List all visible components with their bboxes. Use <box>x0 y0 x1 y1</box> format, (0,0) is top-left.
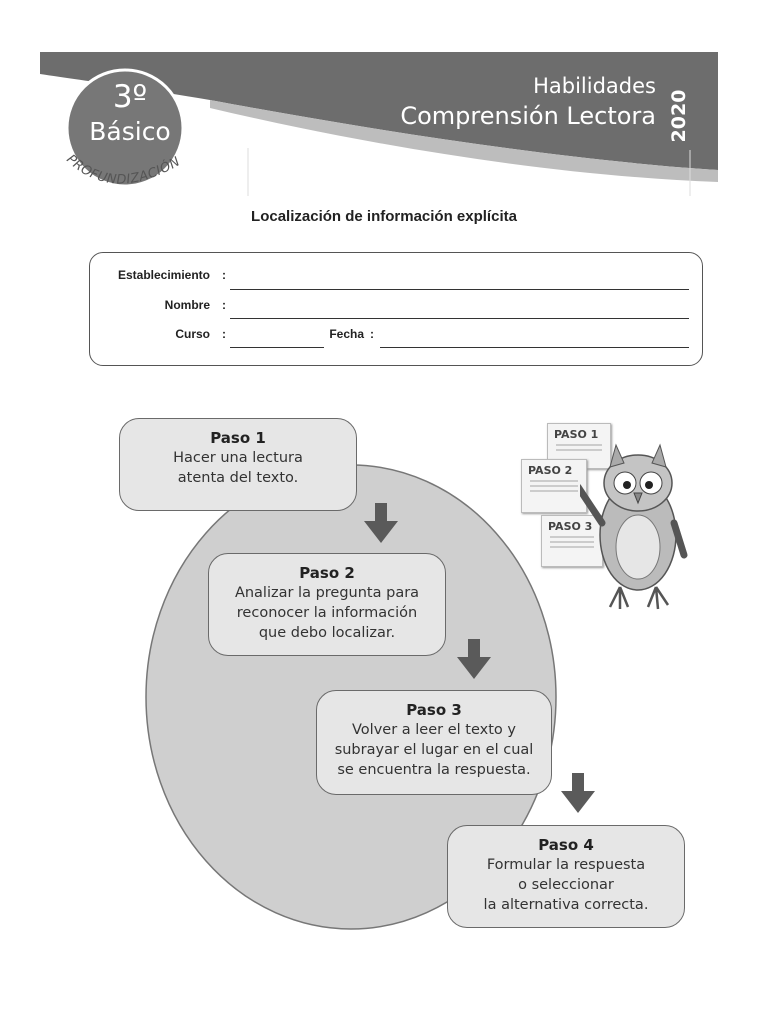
step-1-title: Paso 1 <box>120 429 356 448</box>
step-2-line: que debo localizar. <box>209 623 445 643</box>
step-3-line: subrayar el lugar en el cual <box>317 740 551 760</box>
header-title-line1: Habilidades <box>380 74 656 98</box>
step-4-line: o seleccionar <box>448 875 684 895</box>
name-colon: : <box>222 298 226 312</box>
illustration-card-2: PASO 2 <box>521 459 587 513</box>
arrow-down-icon <box>561 773 595 813</box>
step-1-box: Paso 1 Hacer una lectura atenta del text… <box>119 418 357 511</box>
course-field[interactable] <box>230 347 324 348</box>
year-label: 2020 <box>664 88 694 144</box>
name-label: Nombre <box>100 298 210 312</box>
name-field[interactable] <box>230 318 689 319</box>
step-2-box: Paso 2 Analizar la pregunta para reconoc… <box>208 553 446 656</box>
page-subtitle: Localización de información explícita <box>0 208 768 225</box>
owl-illustration: PASO 1 PASO 2 PASO 3 <box>505 415 695 615</box>
school-colon: : <box>222 268 226 282</box>
date-field[interactable] <box>380 347 689 348</box>
step-1-line: Hacer una lectura <box>120 448 356 468</box>
date-label: Fecha <box>320 327 364 341</box>
step-1-line: atenta del texto. <box>120 468 356 488</box>
course-label: Curso <box>100 327 210 341</box>
step-3-title: Paso 3 <box>317 701 551 720</box>
school-field[interactable] <box>230 289 689 290</box>
grade-badge: 3º Básico <box>74 82 186 144</box>
step-3-line: se encuentra la respuesta. <box>317 760 551 780</box>
owl-teacher-icon <box>580 415 695 615</box>
step-2-line: Analizar la pregunta para <box>209 583 445 603</box>
school-label: Establecimiento <box>100 268 210 282</box>
date-colon: : <box>370 327 374 341</box>
grade-number: 3º <box>74 82 186 113</box>
step-4-box: Paso 4 Formular la respuesta o seleccion… <box>447 825 685 928</box>
step-4-title: Paso 4 <box>448 836 684 855</box>
step-4-line: Formular la respuesta <box>448 855 684 875</box>
step-3-box: Paso 3 Volver a leer el texto y subrayar… <box>316 690 552 795</box>
step-4-line: la alternativa correcta. <box>448 895 684 915</box>
step-3-line: Volver a leer el texto y <box>317 720 551 740</box>
course-colon: : <box>222 327 226 341</box>
step-2-line: reconocer la información <box>209 603 445 623</box>
header-title-line2: Comprensión Lectora <box>340 102 656 130</box>
step-2-title: Paso 2 <box>209 564 445 583</box>
grade-level: Básico <box>74 119 186 144</box>
